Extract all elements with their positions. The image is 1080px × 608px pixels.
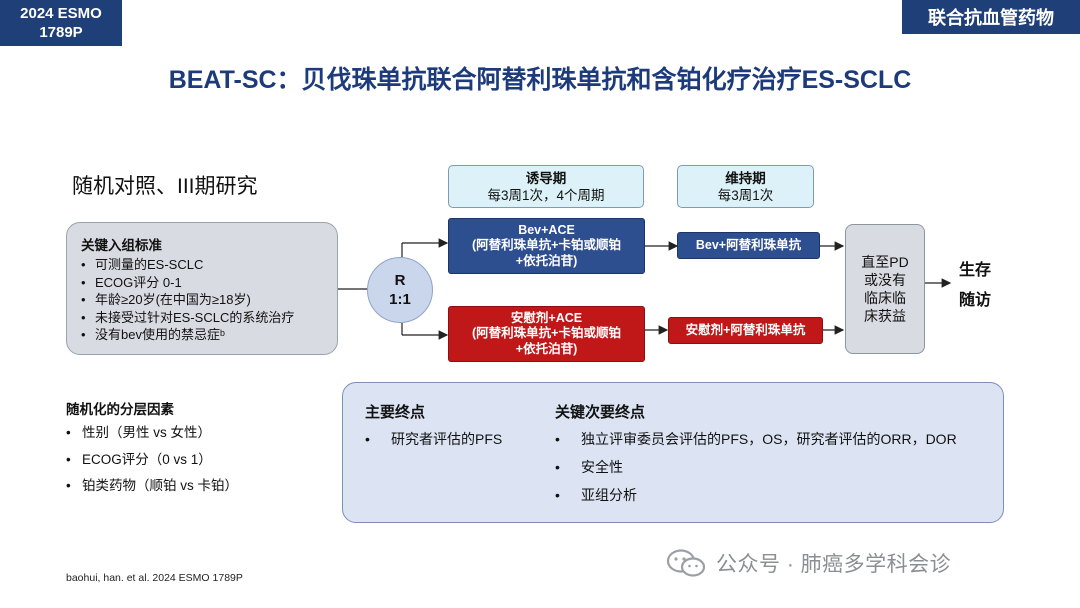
until-pd-line: 直至PD: [861, 254, 909, 270]
criteria-item: 没有bev使用的禁忌症ᵇ: [81, 326, 325, 344]
secondary-endpoint-item: 安全性: [555, 453, 957, 481]
until-pd-line: 或没有: [864, 272, 906, 288]
stratification-item: 铂类药物（顺铂 vs 卡铂）: [66, 473, 238, 500]
placebo-induction-arm: 安慰剂+ACE (阿替利珠单抗+卡铂或顺铂 +依托泊苷): [448, 306, 645, 362]
placebo-maintenance-arm: 安慰剂+阿替利珠单抗: [668, 317, 823, 344]
study-design-label: 随机对照、III期研究: [72, 175, 258, 198]
arm-line: +依托泊苷): [515, 341, 578, 356]
followup-line: 生存: [958, 262, 991, 279]
arm-line: Bev+ACE: [518, 222, 575, 237]
primary-endpoint-title: 主要终点: [365, 404, 426, 421]
stratification-list: 性别（男性 vs 女性） ECOG评分（0 vs 1） 铂类药物（顺铂 vs 卡…: [66, 420, 238, 500]
maintenance-phase-detail: 每3周1次: [717, 188, 774, 203]
criteria-item: 年龄≥20岁(在中国为≥18岁): [81, 291, 325, 309]
conference-tag-line2: 1789P: [39, 24, 83, 41]
inclusion-criteria-box: 关键入组标准 可测量的ES-SCLC ECOG评分 0-1 年龄≥20岁(在中国…: [66, 222, 338, 355]
followup-line: 随访: [958, 292, 991, 309]
induction-phase-title: 诱导期: [525, 171, 567, 186]
maintenance-phase-box: 维持期 每3周1次: [677, 165, 814, 208]
stratification-item: ECOG评分（0 vs 1）: [66, 447, 238, 474]
induction-phase-box: 诱导期 每3周1次，4个周期: [448, 165, 644, 208]
until-pd-line: 床获益: [864, 308, 906, 324]
arm-line: 安慰剂+阿替利珠单抗: [685, 322, 806, 337]
survival-followup: 生存 随访: [955, 256, 995, 316]
wechat-icon: [666, 549, 706, 577]
stratification-item: 性别（男性 vs 女性）: [66, 420, 238, 447]
until-pd-line: 临床临: [864, 290, 906, 306]
criteria-item: 未接受过针对ES-SCLC的系统治疗: [81, 309, 325, 327]
endpoints-box: 主要终点 研究者评估的PFS 关键次要终点 独立评审委员会评估的PFS，OS，研…: [342, 382, 1004, 523]
watermark-text: 公众号 · 肺癌多学科会诊: [716, 553, 952, 576]
conference-tag-line1: 2024 ESMO: [20, 5, 102, 22]
randomization-circle: R 1:1: [367, 257, 433, 323]
randomization-ratio: 1:1: [389, 291, 411, 308]
bev-induction-arm: Bev+ACE (阿替利珠单抗+卡铂或顺铂 +依托泊苷): [448, 218, 645, 274]
arm-line: +依托泊苷): [515, 253, 578, 268]
criteria-title: 关键入组标准: [81, 238, 162, 253]
criteria-item: 可测量的ES-SCLC: [81, 256, 325, 274]
randomization-label: R: [394, 272, 406, 289]
arm-line: 安慰剂+ACE: [510, 310, 583, 325]
arm-line: Bev+阿替利珠单抗: [695, 237, 802, 252]
category-tag: 联合抗血管药物: [902, 0, 1080, 34]
maintenance-phase-title: 维持期: [725, 171, 766, 186]
secondary-endpoint-item: 独立评审委员会评估的PFS，OS，研究者评估的ORR，DOR: [555, 425, 957, 453]
slide-title: BEAT-SC：贝伐珠单抗联合阿替利珠单抗和含铂化疗治疗ES-SCLC: [168, 66, 912, 94]
primary-endpoint-item: 研究者评估的PFS: [365, 425, 502, 453]
until-pd-box: 直至PD 或没有 临床临 床获益: [845, 224, 925, 354]
criteria-list: 可测量的ES-SCLC ECOG评分 0-1 年龄≥20岁(在中国为≥18岁) …: [81, 256, 325, 344]
secondary-endpoint-item: 亚组分析: [555, 481, 957, 509]
induction-phase-detail: 每3周1次，4个周期: [487, 188, 605, 203]
bev-maintenance-arm: Bev+阿替利珠单抗: [677, 232, 820, 259]
arm-line: (阿替利珠单抗+卡铂或顺铂: [472, 326, 621, 341]
conference-tag: 2024 ESMO 1789P: [0, 0, 122, 46]
secondary-endpoint-title: 关键次要终点: [555, 404, 646, 421]
secondary-endpoint-list: 独立评审委员会评估的PFS，OS，研究者评估的ORR，DOR 安全性 亚组分析: [555, 425, 957, 509]
arm-line: (阿替利珠单抗+卡铂或顺铂: [472, 238, 621, 253]
primary-endpoint-list: 研究者评估的PFS: [365, 425, 502, 453]
stratification-title: 随机化的分层因素: [66, 402, 174, 417]
criteria-item: ECOG评分 0-1: [81, 274, 325, 292]
watermark: 公众号 · 肺癌多学科会诊: [666, 548, 951, 578]
citation: baohui, han. et al. 2024 ESMO 1789P: [66, 572, 243, 584]
